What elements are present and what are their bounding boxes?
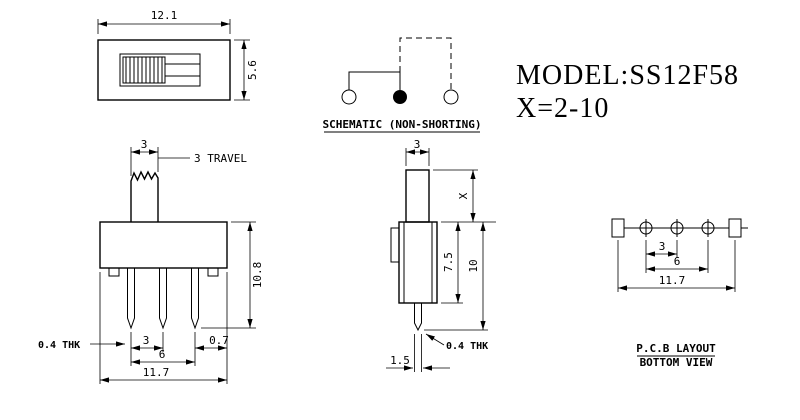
side-thk-leader (425, 333, 445, 346)
top-view-knob (122, 56, 166, 84)
front-width-dim: 11.7 (143, 366, 170, 379)
schematic-view: SCHEMATIC (NON-SHORTING) (323, 37, 482, 133)
front-pin-3 (191, 268, 199, 330)
schematic-solid-wire (348, 71, 401, 90)
side-view: 3 X 7.5 10 0.4 THK 1.5 (386, 138, 496, 372)
front-span-dim: 6 (159, 348, 166, 361)
side-flange (390, 227, 400, 263)
side-thk-dim: 0.4 THK (446, 341, 488, 352)
top-view-body-outline (97, 39, 231, 101)
schematic-terminal-common (393, 90, 407, 104)
top-view-knob-serrations (125, 57, 163, 83)
side-actuator (405, 169, 430, 223)
pcb-pitch-dim: 3 (659, 240, 666, 253)
front-thk-dim: 0.4 THK (38, 340, 80, 351)
pcb-span-dim: 6 (674, 255, 681, 268)
schematic-dashed-wire (399, 37, 452, 90)
pcb-pad-left (611, 218, 625, 238)
side-pin-ext-lines (414, 334, 422, 372)
pcb-hole-crosshairs (637, 219, 717, 237)
pcb-caption-line2: BOTTOM VIEW (640, 356, 713, 369)
pcb-pad-right (728, 218, 742, 238)
pcb-view: 3 6 11.7 P.C.B LAYOUT BOTTOM VIEW (611, 218, 748, 369)
front-pin-1 (127, 268, 135, 330)
top-view-height-dim: 5.6 (246, 60, 259, 80)
front-knob-dim: 3 (141, 138, 148, 151)
side-pin (414, 303, 422, 332)
top-view-slot-lines (165, 63, 200, 77)
side-ext-lines (424, 169, 496, 331)
front-tab-left (108, 267, 120, 277)
front-offset-dim: 0.7 (209, 334, 229, 347)
front-height-dim: 10.8 (251, 262, 264, 289)
front-knob-ext-lines (130, 147, 159, 176)
front-body (99, 221, 228, 269)
front-pitch-dim: 3 (143, 334, 150, 347)
front-tab-right (207, 267, 219, 277)
top-view-extension-lines (97, 19, 250, 101)
front-travel-dim: 3 TRAVEL (194, 152, 247, 165)
title-block: MODEL:SS12F58 X=2-10 (516, 60, 739, 124)
side-body-inner-lines (403, 222, 433, 303)
front-pin-2 (159, 268, 167, 330)
top-view-slot (119, 53, 201, 87)
top-view-width-dim: 12.1 (151, 9, 178, 22)
side-body-dim: 7.5 (442, 252, 455, 272)
schematic-terminal-right (443, 89, 459, 105)
side-pin-dim: 1.5 (390, 354, 410, 367)
top-view: 12.1 5.6 (97, 9, 259, 101)
front-view: 3 3 TRAVEL 10.8 0.4 THK 3 0.7 6 11.7 (38, 138, 264, 384)
side-knob-dim: 3 (414, 138, 421, 151)
front-height-ext-lines (201, 221, 256, 329)
schematic-caption: SCHEMATIC (NON-SHORTING) (323, 118, 482, 131)
x-range: X=2-10 (516, 93, 609, 124)
schematic-terminal-left (341, 89, 357, 105)
side-total-dim: 10 (467, 259, 480, 272)
front-actuator (130, 170, 159, 222)
side-body (398, 221, 438, 304)
pcb-width-dim: 11.7 (659, 274, 686, 287)
model-number: MODEL:SS12F58 (516, 60, 739, 91)
pcb-caption-line1: P.C.B LAYOUT (636, 342, 716, 355)
side-x-dim: X (457, 192, 470, 199)
